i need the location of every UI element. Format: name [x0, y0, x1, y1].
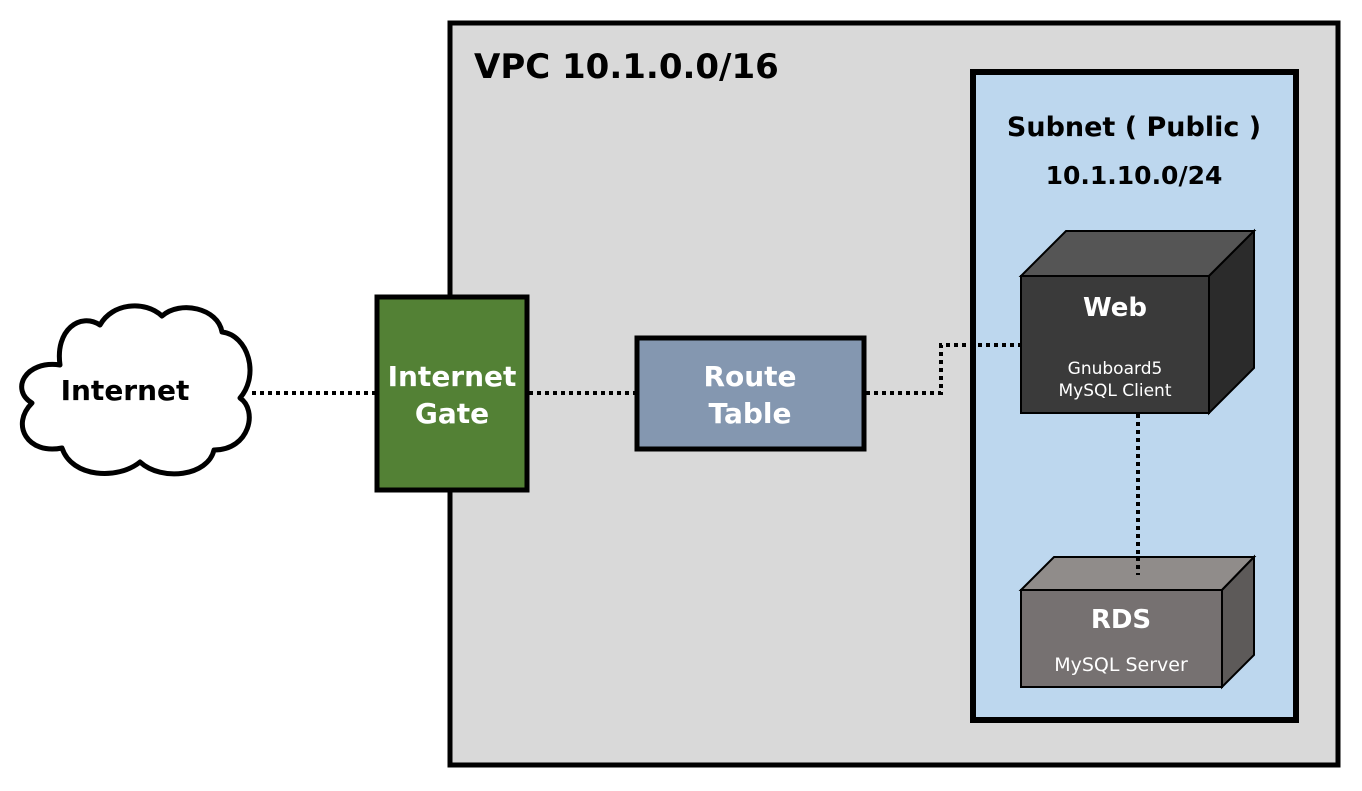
- web-server-title: Web: [1083, 293, 1147, 323]
- rds-server-front-face: [1020, 589, 1223, 688]
- internet-label: Internet: [61, 374, 190, 407]
- vpc-label: VPC 10.1.0.0/16: [474, 47, 779, 87]
- internet-gateway-box: [374, 294, 530, 493]
- web-server-front-face: [1020, 275, 1210, 414]
- route-table-label-line1: Route: [703, 360, 796, 393]
- route-table-label-line2: Table: [708, 397, 791, 430]
- internet-gateway: Internet Gate: [374, 294, 530, 493]
- subnet-title: Subnet ( Public ): [1007, 112, 1261, 143]
- internet-gateway-label-line2: Gate: [415, 397, 489, 430]
- rds-server-title: RDS: [1091, 605, 1151, 635]
- subnet-cidr: 10.1.10.0/24: [1046, 161, 1223, 190]
- rds-server-line1: MySQL Server: [1054, 654, 1188, 676]
- link-route-web: [866, 343, 1021, 395]
- web-server-line1: Gnuboard5: [1068, 359, 1163, 379]
- rds-server: RDS MySQL Server: [1018, 554, 1257, 690]
- internet-cloud: Internet: [19, 303, 253, 477]
- web-server-line2: MySQL Client: [1059, 381, 1172, 401]
- web-server: Web Gnuboard5 MySQL Client: [1018, 228, 1257, 416]
- internet-gateway-label-line1: Internet: [388, 360, 517, 393]
- cloud-icon: [19, 303, 253, 477]
- route-table-box: [634, 335, 867, 452]
- route-table: Route Table: [634, 335, 867, 452]
- connection-lines: [252, 343, 1140, 575]
